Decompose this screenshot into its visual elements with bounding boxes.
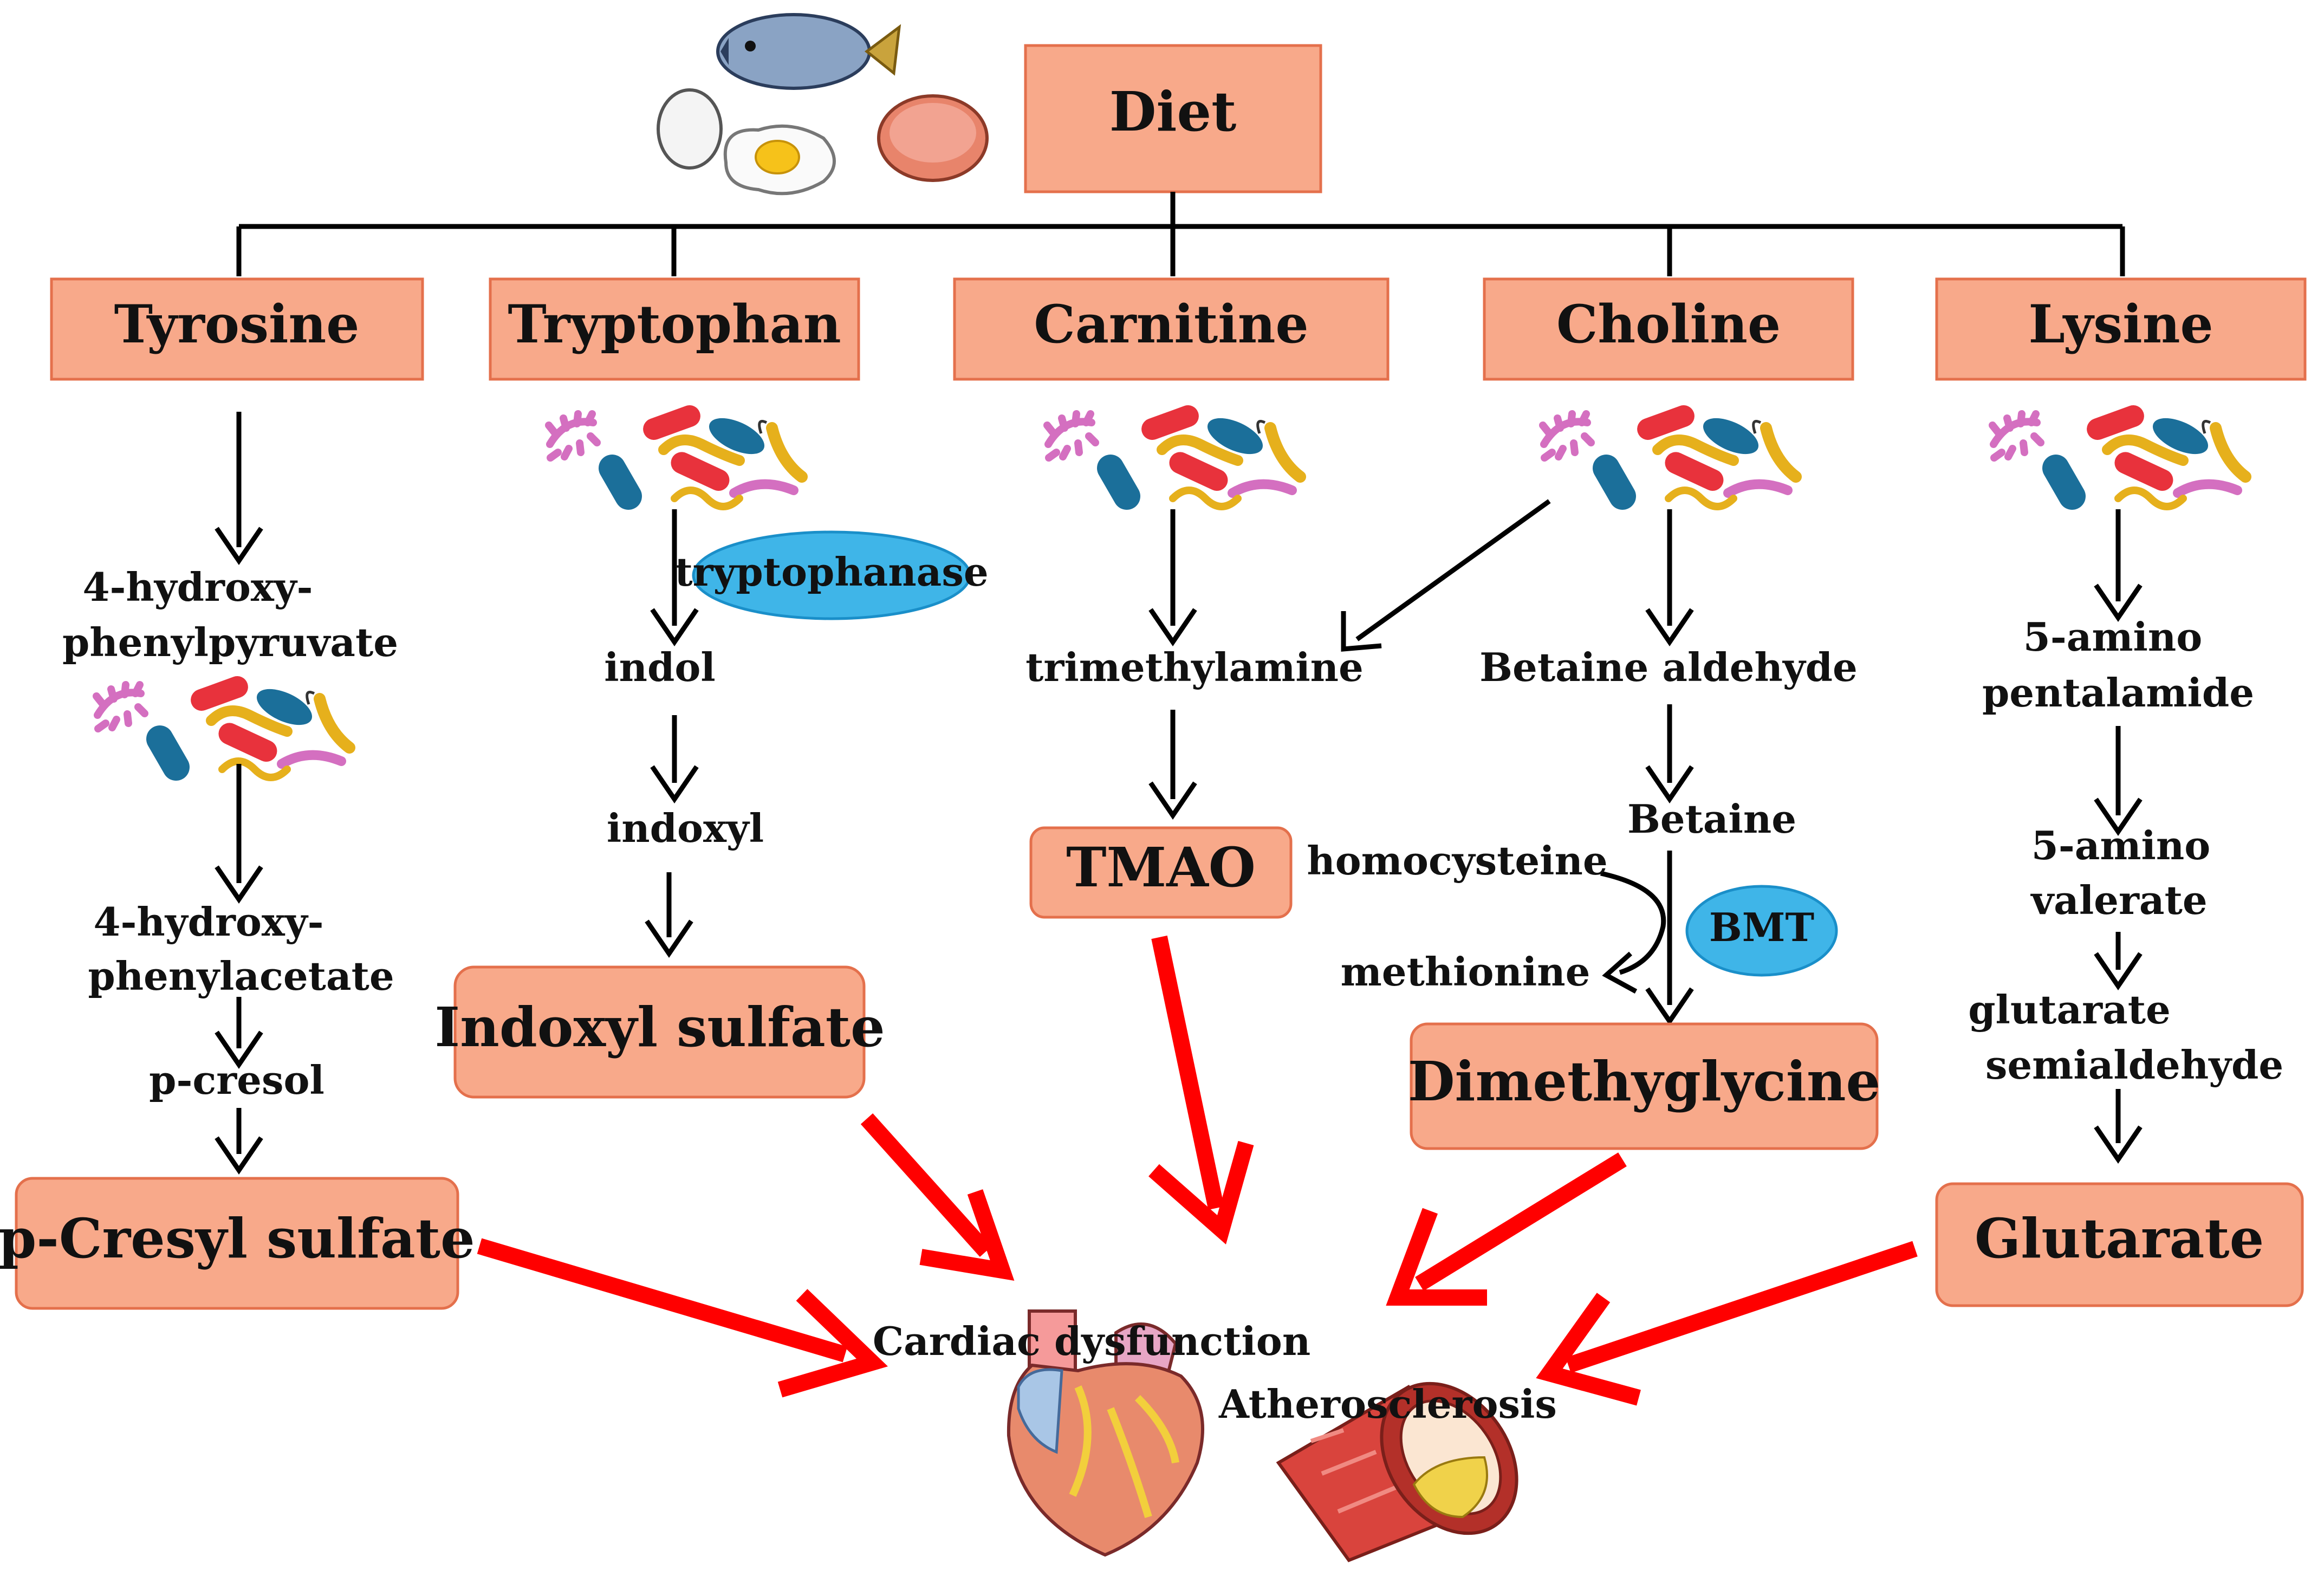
tryptophan-box: Tryptophan [489, 277, 860, 381]
tmao-label: TMAO [1066, 835, 1256, 899]
bacteria-cluster-icon [1543, 402, 1796, 515]
bacteria-cluster-icon [96, 673, 349, 786]
tyrosine-step3: p-cresol [149, 1057, 324, 1103]
glutarate-label: Glutarate [1975, 1207, 2264, 1270]
tyrosine-box: Tyrosine [50, 277, 424, 381]
p-cresyl-sulfate-label: p-Cresyl sulfate [0, 1207, 475, 1270]
bmt-enzyme: BMT [1685, 885, 1838, 977]
lysine-box: Lysine [1935, 277, 2307, 381]
dimethyglycine-box: Dimethyglycine [1408, 1022, 1880, 1150]
fish-icon [716, 13, 901, 90]
tyrosine-step2-line1: 4-hydroxy- [93, 899, 323, 945]
cardiac-dysfunction-label: Cardiac dysfunction [873, 1318, 1310, 1364]
artery-icon [1276, 1382, 1518, 1562]
indoxyl-label: indoxyl [607, 805, 764, 851]
lysine-step3-line1: glutarate [1968, 987, 2171, 1033]
atherosclerosis-label: Atherosclerosis [1218, 1381, 1557, 1427]
tyrosine-step2-line2: phenylacetate [88, 953, 394, 999]
tryptophanase-label: tryptophanase [674, 549, 988, 595]
tryptophan-arrows [645, 509, 699, 958]
choline-label: Choline [1556, 294, 1781, 355]
egg-icon [657, 88, 723, 170]
lysine-step1-line1: 5-amino [2023, 614, 2203, 660]
tyrosine-arrows [215, 412, 263, 1175]
tmao-box: TMAO [1029, 826, 1293, 919]
lysine-step2-line2: valerate [2030, 877, 2207, 923]
lysine-label: Lysine [2028, 294, 2213, 355]
homocysteine-label: homocysteine [1307, 838, 1607, 884]
betaine-aldehyde-label: Betaine aldehyde [1479, 644, 1858, 690]
tryptophanase-enzyme: tryptophanase [674, 530, 989, 620]
bacteria-cluster-icon [1992, 402, 2245, 515]
meat-icon [877, 94, 989, 182]
carnitine-arrows [1148, 499, 1551, 820]
methionine-label: methionine [1341, 949, 1591, 995]
branch-connectors [236, 192, 2125, 276]
lysine-arrows [2094, 509, 2143, 1164]
tyrosine-label: Tyrosine [114, 294, 360, 355]
lysine-step2-line1: 5-amino [2031, 822, 2211, 868]
red-arrows [477, 935, 1918, 1406]
diet-box: Diet [1024, 44, 1322, 193]
tyrosine-step1-line1: 4-hydroxy- [82, 564, 313, 610]
heart-icon [1007, 1309, 1204, 1557]
choline-box: Choline [1483, 277, 1854, 381]
glutarate-box: Glutarate [1935, 1182, 2304, 1307]
fried-egg-icon [723, 124, 836, 196]
trimethylamine-label: trimethylamine [1025, 644, 1364, 690]
tryptophan-label: Tryptophan [508, 294, 841, 355]
indoxyl-sulfate-box: Indoxyl sulfate [434, 965, 885, 1099]
carnitine-box: Carnitine [953, 277, 1390, 381]
choline-arrows [1600, 509, 1694, 1026]
lysine-step1-line2: pentalamide [1982, 670, 2254, 716]
tyrosine-step1-line2: phenylpyruvate [62, 619, 398, 665]
lysine-step3-line2: semialdehyde [1985, 1042, 2283, 1088]
bacteria-cluster-icon [1047, 402, 1300, 515]
indoxyl-sulfate-label: Indoxyl sulfate [434, 995, 885, 1059]
bacteria-cluster-icon [549, 402, 802, 515]
dimethyglycine-label: Dimethyglycine [1408, 1049, 1880, 1113]
betaine-label: Betaine [1627, 796, 1796, 842]
carnitine-label: Carnitine [1034, 294, 1308, 355]
diet-label: Diet [1109, 80, 1237, 144]
p-cresyl-sulfate-box: p-Cresyl sulfate [0, 1177, 475, 1310]
bmt-label: BMT [1709, 904, 1814, 950]
indol-label: indol [604, 644, 715, 690]
